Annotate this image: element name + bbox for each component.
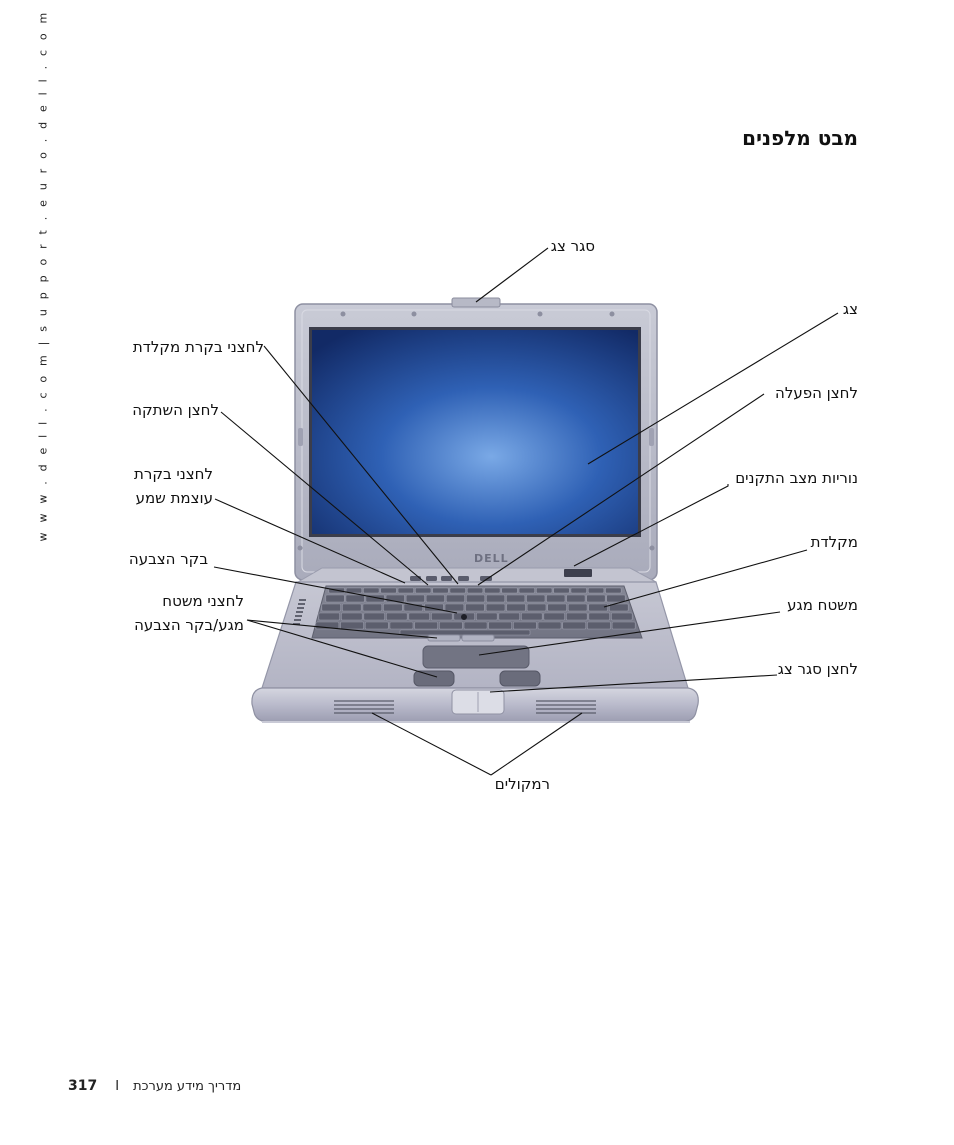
keyboard-key: [430, 612, 453, 621]
keyboard-key: [606, 594, 626, 603]
label-volume-buttons: לחצני בקרת עוצמת שמע: [134, 465, 213, 507]
keyboard-key: [432, 587, 449, 594]
keyboard-key: [501, 587, 518, 594]
keyboard-key: [389, 621, 414, 630]
keyboard-key: [362, 603, 383, 612]
keyboard-key: [610, 612, 633, 621]
keyboard-key: [405, 594, 425, 603]
label-power-button: לחצן הפעלה: [775, 384, 858, 402]
keyboard-key: [506, 603, 526, 612]
keyboard-key: [363, 612, 385, 621]
keyboard-key: [587, 621, 611, 630]
keyboard-key: [414, 621, 439, 630]
keyboard-key: [520, 612, 543, 621]
keyboard-key: [403, 603, 424, 612]
keyboard-key: [341, 603, 362, 612]
keyboard-key: [526, 594, 546, 603]
keyboard-key: [345, 587, 363, 594]
keyboard-key: [408, 612, 430, 621]
page-footer: 317 I מדריך מידע מערכת: [68, 1075, 241, 1097]
label-display-latch: סגר צג: [550, 237, 595, 255]
keyboard-key: [512, 621, 537, 630]
label-track-stick: בקר הצבעה: [128, 550, 208, 568]
label-device-status-lights: נוריות מצב התקנים: [735, 469, 858, 487]
keyboard-key: [365, 594, 385, 603]
keyboard-key: [345, 594, 365, 603]
laptop-logo: DELL: [474, 552, 509, 565]
keyboard-key: [321, 603, 341, 612]
keyboard-key: [543, 612, 565, 621]
keyboard-key: [444, 603, 465, 612]
keyboard-key: [565, 612, 588, 621]
keyboard-key: [485, 603, 506, 612]
keyboard-key: [537, 621, 562, 630]
keyboard-key: [611, 621, 636, 630]
keyboard-key: [547, 603, 567, 612]
keyboard-key: [425, 594, 445, 603]
keyboard-key: [526, 603, 547, 612]
keyboard-key: [566, 594, 586, 603]
keyboard-key: [553, 587, 570, 594]
keyboard-key: [325, 594, 345, 603]
page-number: 317: [68, 1078, 98, 1094]
keyboard-key: [546, 594, 566, 603]
keyboard-key: [466, 587, 484, 594]
label-keyboard: מקלדת: [810, 533, 858, 551]
label-mute-button: לחצן השתקה: [132, 401, 219, 419]
keyboard-key: [318, 612, 340, 621]
label-display-latch-button: לחצן סגר צג: [777, 660, 858, 678]
keyboard-key: [485, 594, 506, 603]
keyboard-key: [465, 594, 486, 603]
label-speakers: רמקולים: [494, 775, 550, 793]
keyboard-key: [586, 594, 606, 603]
keyboard-key: [570, 587, 587, 594]
keyboard-key: [328, 587, 345, 594]
keyboard-key: [463, 621, 488, 630]
keyboard-key: [424, 603, 444, 612]
label-keyboard-status-buttons: לחצני בקרת מקלדת: [132, 338, 264, 356]
label-touchpad-buttons: לחצני משטח מגע/בקר הצבעה: [134, 592, 244, 634]
label-touch-pad: משטח מגע: [787, 596, 858, 614]
keyboard-key: [385, 594, 405, 603]
keyboard-key: [587, 587, 605, 594]
keyboard-key: [445, 594, 466, 603]
keyboard-key: [465, 603, 485, 612]
keyboard-key: [608, 603, 629, 612]
keyboard-key: [605, 587, 622, 594]
keyboard-key: [383, 603, 403, 612]
keyboard-key: [315, 621, 340, 630]
keyboard-key: [588, 612, 610, 621]
keyboard-key: [475, 612, 498, 621]
keyboard-key: [380, 587, 397, 594]
keyboard-key: [340, 612, 363, 621]
label-display: צג: [842, 300, 858, 318]
footer-separator: I: [115, 1078, 120, 1094]
keyboard-key: [518, 587, 535, 594]
keyboard-key: [363, 587, 380, 594]
keyboard-key: [488, 621, 513, 630]
keyboard-key: [385, 612, 408, 621]
keyboard-key: [414, 587, 432, 594]
keyboard-key: [449, 587, 466, 594]
keyboard-key: [588, 603, 608, 612]
keyboard-key: [438, 621, 463, 630]
footer-book-title: מדריך מידע מערכת: [133, 1078, 242, 1094]
keyboard-key: [567, 603, 588, 612]
keyboard-key: [364, 621, 389, 630]
keyboard-spacebar: [399, 629, 531, 636]
keyboard-key: [340, 621, 364, 630]
keyboard-key: [397, 587, 414, 594]
keyboard-key: [498, 612, 520, 621]
keyboard-key: [562, 621, 587, 630]
keyboard-key: [535, 587, 553, 594]
keyboard-key: [506, 594, 526, 603]
keyboard-key: [484, 587, 501, 594]
page-title: מבט מלפנים: [742, 126, 858, 150]
